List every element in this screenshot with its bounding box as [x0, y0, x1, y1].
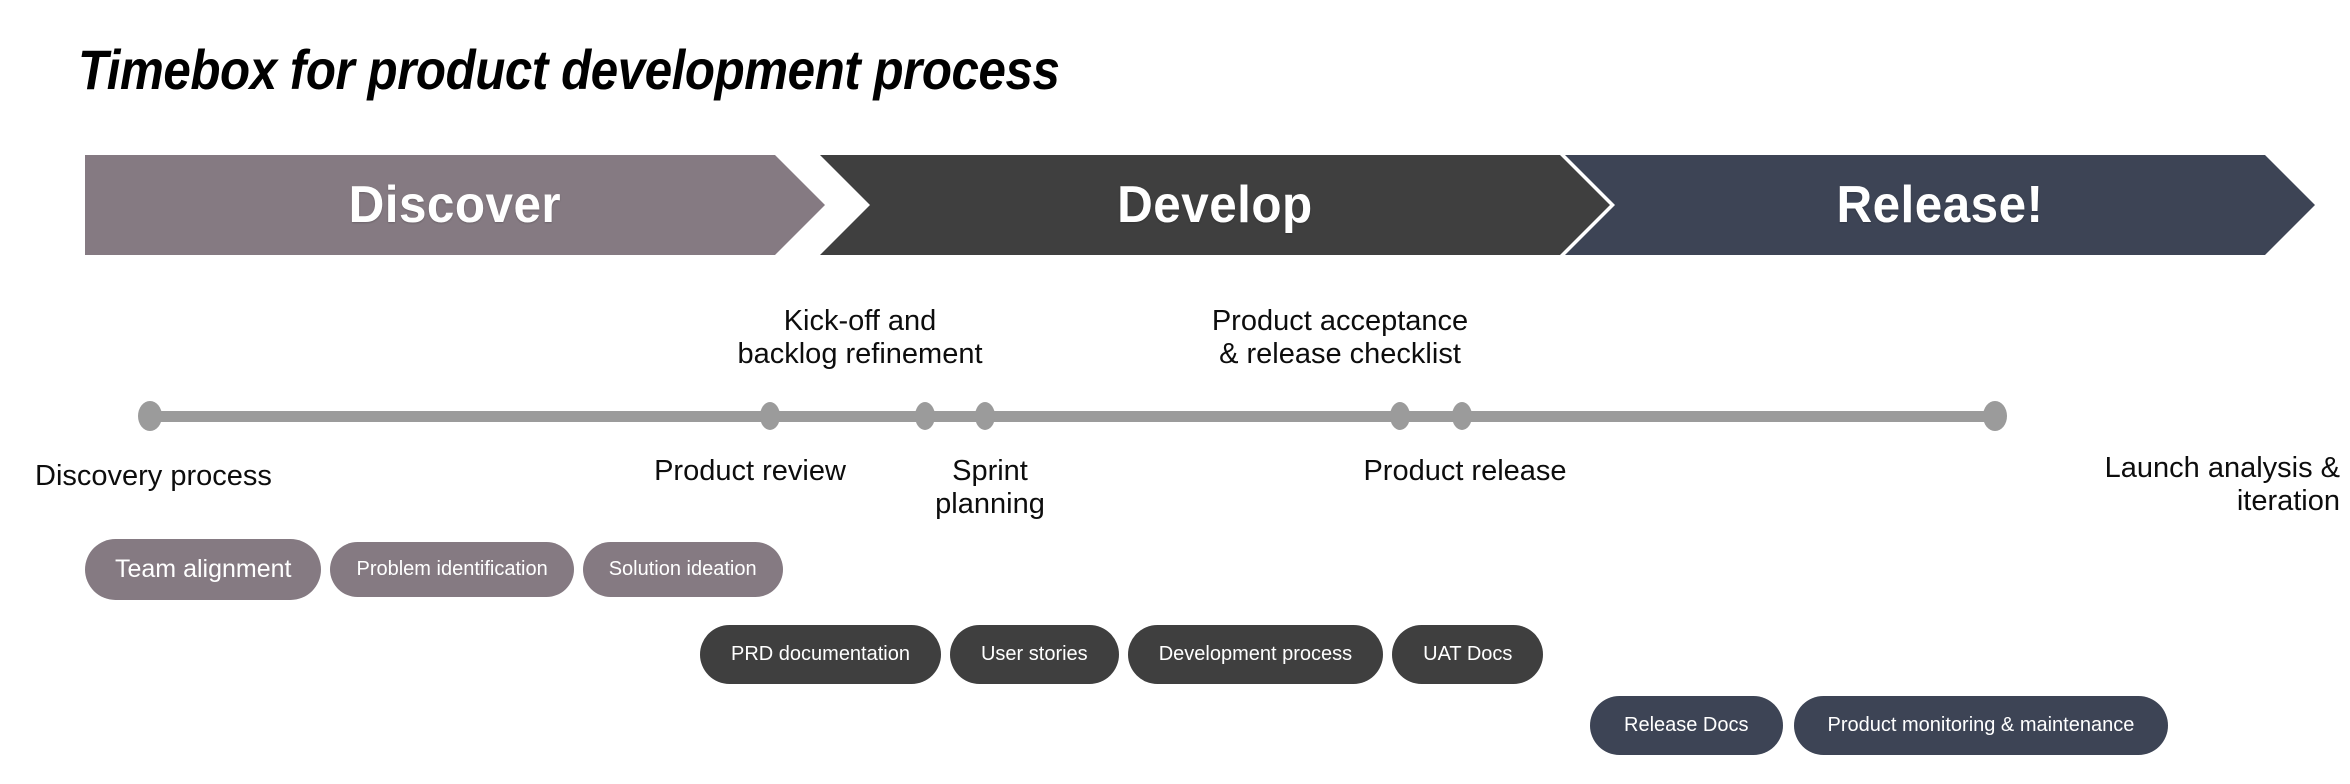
timeline-dot-discovery-process[interactable] — [138, 401, 162, 431]
deliverable-pill-label: Team alignment — [115, 555, 292, 583]
phase-chevron-release-label: Release! — [1836, 176, 2044, 234]
deliverable-pill-release-docs[interactable]: Release Docs — [1590, 696, 1783, 755]
timeline-dot-product-review[interactable] — [760, 402, 780, 430]
milestone-label-discovery-process: Discovery process — [35, 460, 272, 492]
deliverable-pill-label: UAT Docs — [1423, 643, 1513, 665]
phase-chevron-discover[interactable]: Discover — [85, 155, 825, 255]
deliverables-row-release: Release Docs Product monitoring & mainte… — [1590, 696, 2169, 755]
deliverable-pill-label: Solution ideation — [608, 558, 757, 580]
phase-chevron-discover-label: Discover — [348, 176, 562, 234]
timeline-dot-kick-off[interactable] — [915, 402, 935, 430]
phase-chevron-develop-label: Develop — [1117, 176, 1313, 234]
timeline-dot-launch-analysis[interactable] — [1983, 401, 2007, 431]
deliverable-pill-label: User stories — [980, 643, 1088, 665]
milestone-label-product-release: Product release — [1363, 455, 1567, 487]
deliverable-pill-prd-documentation[interactable]: PRD documentation — [700, 625, 941, 684]
deliverable-pill-label: Problem identification — [356, 558, 548, 580]
milestone-label-launch-analysis: Launch analysis & iteration — [2104, 452, 2340, 518]
deliverable-pill-team-alignment[interactable]: Team alignment — [85, 539, 322, 600]
phase-chevron-release[interactable]: Release! — [1565, 155, 2315, 255]
deliverable-pill-problem-identification[interactable]: Problem identification — [330, 542, 574, 597]
milestone-label-sprint-planning: Sprint planning — [935, 455, 1045, 521]
deliverable-pill-label: Product monitoring & maintenance — [1827, 714, 2135, 736]
milestone-label-kick-off: Kick-off and backlog refinement — [737, 305, 983, 371]
timeline-dot-product-release[interactable] — [1452, 402, 1472, 430]
deliverable-pill-label: Development process — [1158, 643, 1353, 665]
milestone-label-product-review: Product review — [654, 455, 846, 487]
deliverable-pill-label: PRD documentation — [731, 643, 910, 665]
phase-chevron-develop[interactable]: Develop — [820, 155, 1610, 255]
deliverable-pill-product-monitoring[interactable]: Product monitoring & maintenance — [1793, 696, 2169, 755]
timeline-track — [150, 411, 1995, 422]
timeline-dot-product-acceptance[interactable] — [1390, 402, 1410, 430]
deliverable-pill-uat-docs[interactable]: UAT Docs — [1392, 625, 1544, 684]
deliverable-pill-user-stories[interactable]: User stories — [949, 625, 1119, 684]
timeline-dot-sprint-planning[interactable] — [975, 402, 995, 430]
page-title: Timebox for product development process — [78, 37, 1060, 101]
deliverable-pill-solution-ideation[interactable]: Solution ideation — [582, 542, 783, 597]
phase-banner: Discover Develop Release! — [0, 155, 2350, 255]
deliverables-row-discover: Team alignment Problem identification So… — [85, 539, 783, 600]
milestone-label-product-acceptance: Product acceptance & release checklist — [1211, 305, 1469, 371]
deliverable-pill-label: Release Docs — [1624, 714, 1749, 736]
deliverable-pill-development-process[interactable]: Development process — [1127, 625, 1384, 684]
deliverables-row-develop: PRD documentation User stories Developme… — [700, 625, 1544, 684]
